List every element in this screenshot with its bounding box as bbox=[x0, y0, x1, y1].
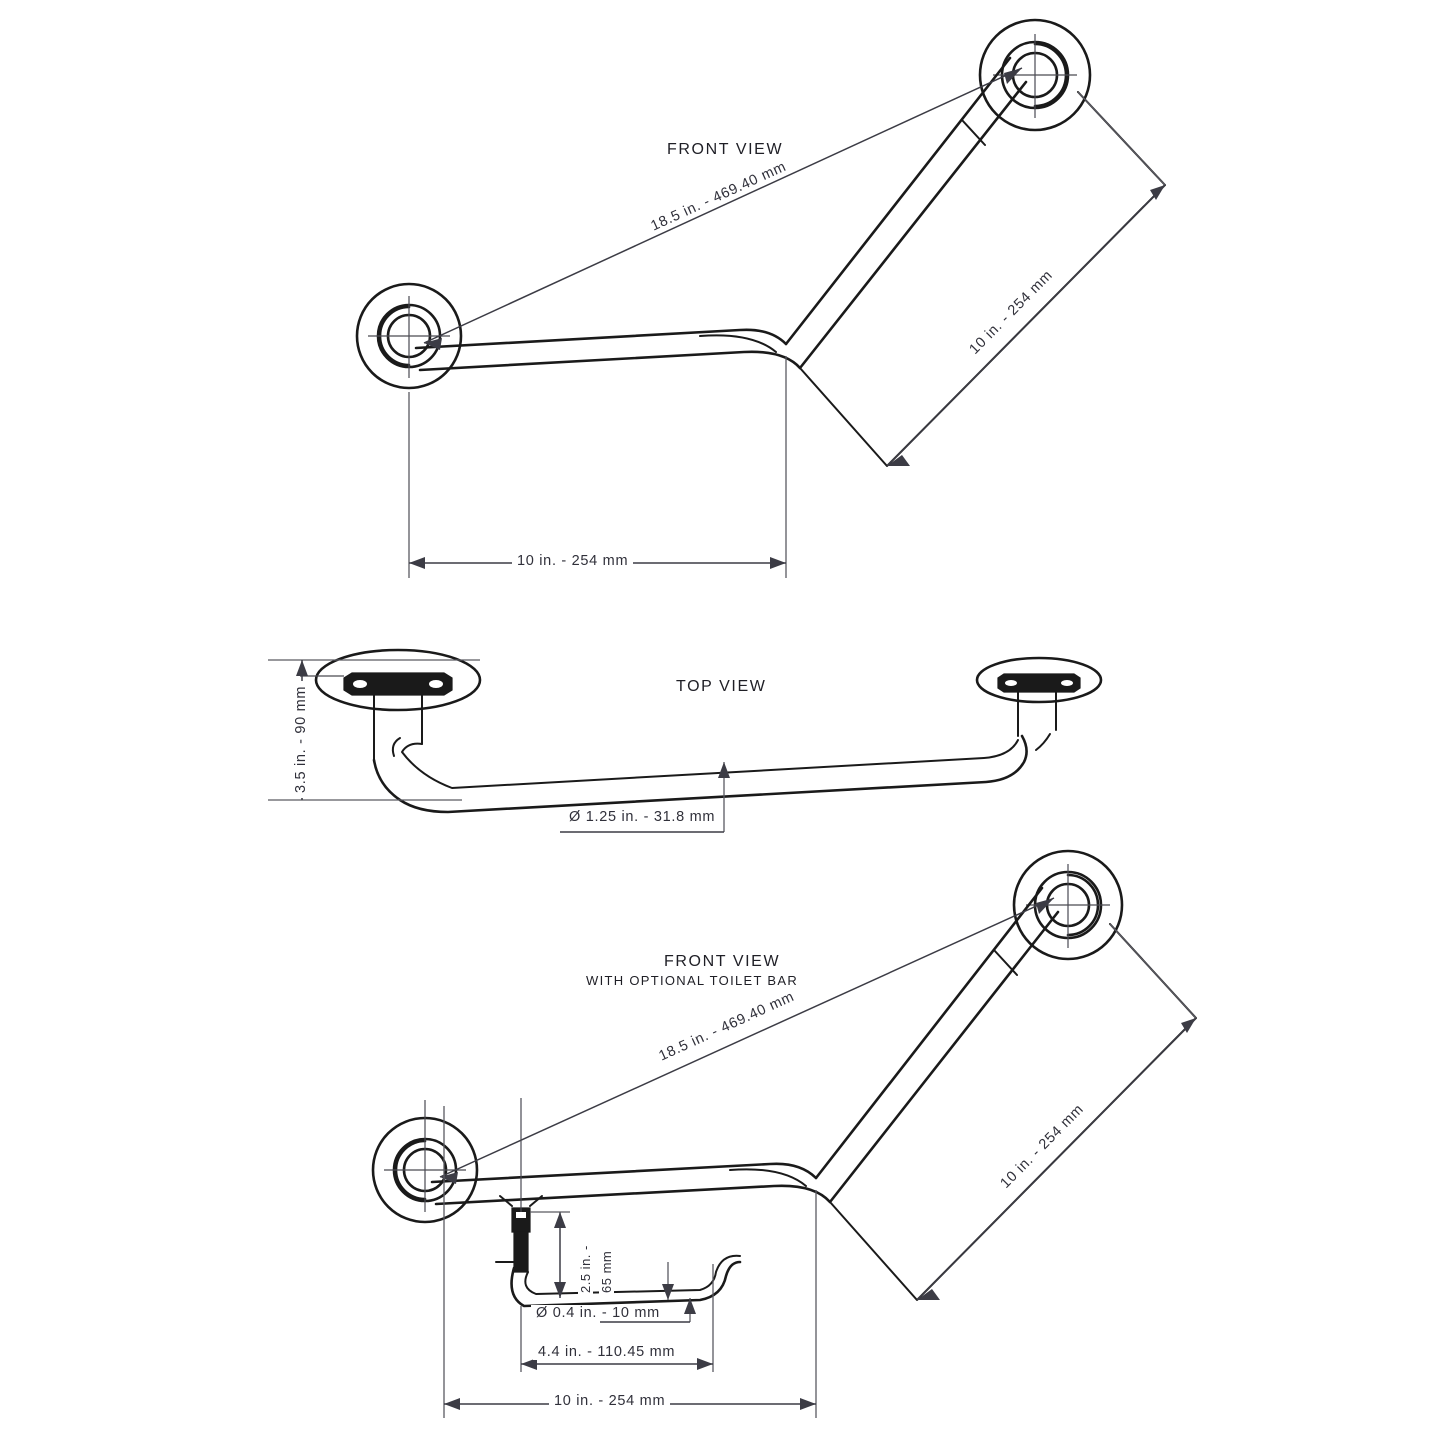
tb-angled-end-plate bbox=[829, 923, 1197, 1301]
tb-dim-angled-arm-10 bbox=[916, 923, 1197, 1301]
dim-label-tb-tube-diameter: Ø 0.4 in. - 10 mm bbox=[531, 1305, 665, 1321]
tb-dim-tube-dia-0-4 bbox=[600, 1262, 696, 1323]
front-view-title: FRONT VIEW bbox=[667, 141, 784, 158]
dim-diagonal-18-5 bbox=[423, 67, 1023, 350]
front-view-toilet-bar-subtitle: WITH OPTIONAL TOILET BAR bbox=[586, 973, 799, 988]
dim-label-tb-drop-mm: 65 mm bbox=[599, 1245, 614, 1298]
bar-angled-arm bbox=[784, 56, 1028, 370]
front-view-toilet-bar-geometry bbox=[371, 849, 1197, 1418]
top-view-bar-body bbox=[372, 733, 1051, 814]
dim-horizontal-arm-10 bbox=[408, 356, 787, 578]
top-view-title: TOP VIEW bbox=[676, 678, 767, 695]
dim-label-tb-drop-inches: 2.5 in. - bbox=[578, 1240, 593, 1298]
tb-bar-angled-arm bbox=[814, 886, 1060, 1204]
front-view-toilet-bar-title: FRONT VIEW bbox=[664, 953, 781, 970]
front-view-geometry bbox=[355, 18, 1166, 578]
dim-label-tb-horizontal-arm: 10 in. - 254 mm bbox=[549, 1393, 671, 1409]
tb-bar-horizontal-arm bbox=[430, 1162, 832, 1206]
flange-left-rosette bbox=[355, 282, 463, 390]
dim-label-tb-bar-width: 4.4 in. - 110.45 mm bbox=[533, 1344, 681, 1360]
tb-dim-diagonal-18-5 bbox=[439, 897, 1055, 1184]
toilet-bar-assembly bbox=[495, 1098, 742, 1308]
dim-label-top-view-tube-diameter: Ø 1.25 in. - 31.8 mm bbox=[564, 809, 721, 825]
top-view-left-flange bbox=[300, 648, 482, 761]
top-view-right-flange bbox=[975, 656, 1103, 737]
tb-dim-drop-2-5 bbox=[530, 1211, 570, 1298]
flange-right-rosette bbox=[978, 18, 1092, 132]
tb-flange-right-rosette bbox=[1012, 849, 1124, 961]
dim-label-front-view-horizontal-arm: 10 in. - 254 mm bbox=[512, 553, 634, 569]
dim-angled-arm-10 bbox=[886, 91, 1166, 467]
dim-tube-diameter bbox=[560, 762, 730, 833]
tb-dim-bar-width-4-4 bbox=[520, 1264, 714, 1372]
dim-label-top-view-standoff: 3.5 in. - 90 mm bbox=[293, 680, 309, 798]
bar-horizontal-arm bbox=[414, 328, 802, 372]
angled-end-plate bbox=[799, 91, 1166, 467]
